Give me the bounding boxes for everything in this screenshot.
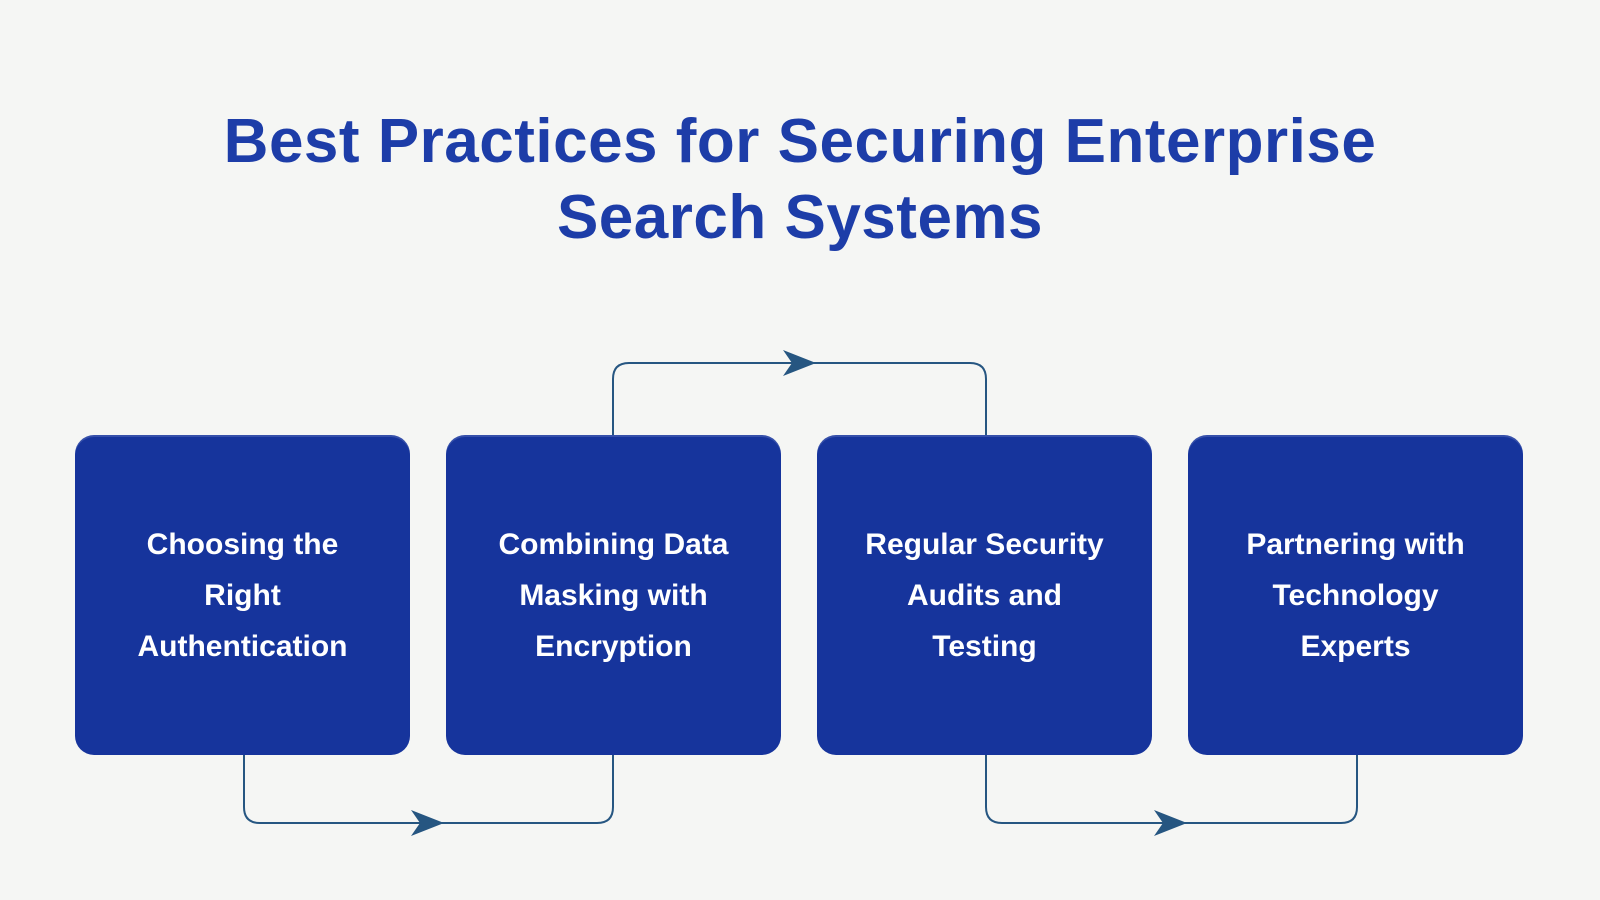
step-box-security-audits-testing: Regular Security Audits and Testing [817,435,1152,755]
connector-bottom-step1-to-step2 [243,755,614,824]
connector-top-step2-to-step3 [612,362,987,437]
connector-bottom-step3-to-step4 [985,755,1358,824]
page-title-line1: Best Practices for Securing Enterprise [223,107,1377,176]
step-box-choosing-authentication: Choosing the Right Authentication [75,435,410,755]
arrow-right-icon [783,350,816,376]
step-box-data-masking-encryption: Combining Data Masking with Encryption [446,435,781,755]
step-box-partnering-experts: Partnering with Technology Experts [1188,435,1523,755]
page-title: Best Practices for Securing Enterprise S… [0,104,1600,256]
step-label: Combining Data Masking with Encryption [498,527,729,663]
step-label: Choosing the Right Authentication [137,527,348,663]
arrow-right-icon [1154,810,1187,836]
page-title-line2: Search Systems [556,183,1044,252]
step-label: Partnering with Technology Experts [1246,527,1465,663]
step-label: Regular Security Audits and Testing [865,527,1104,663]
steps-row: Choosing the Right Authentication Combin… [75,435,1523,755]
arrow-right-icon [411,810,444,836]
